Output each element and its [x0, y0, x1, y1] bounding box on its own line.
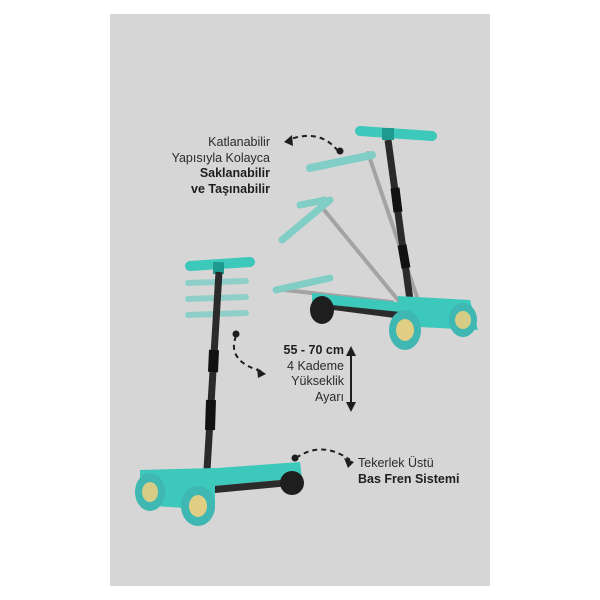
fold-line-3: Saklanabilir [199, 166, 270, 180]
double-headed-arrow-icon [346, 346, 356, 412]
height-adjust-scooter [135, 257, 304, 526]
brake-annotation: Tekerlek Üstü Bas Fren Sistemi [358, 456, 459, 487]
height-line-1: 55 - 70 cm [283, 343, 344, 357]
fold-annotation: Katlanabilir Yapısıyla Kolayca Saklanabi… [172, 135, 270, 197]
fold-line-1: Katlanabilir [208, 135, 270, 149]
brake-line-1: Tekerlek Üstü [358, 456, 434, 470]
fold-line-2: Yapısıyla Kolayca [171, 150, 270, 165]
folding-scooter [272, 126, 478, 350]
brake-line-2: Bas Fren Sistemi [358, 471, 460, 486]
height-line-4: Ayarı [315, 389, 344, 404]
height-line-2: 4 Kademe [287, 358, 344, 373]
fold-line-4: ve Taşınabilir [191, 181, 270, 196]
height-line-3: Yükseklik [291, 374, 344, 388]
height-annotation: 55 - 70 cm 4 Kademe Yükseklik Ayarı [268, 343, 344, 405]
